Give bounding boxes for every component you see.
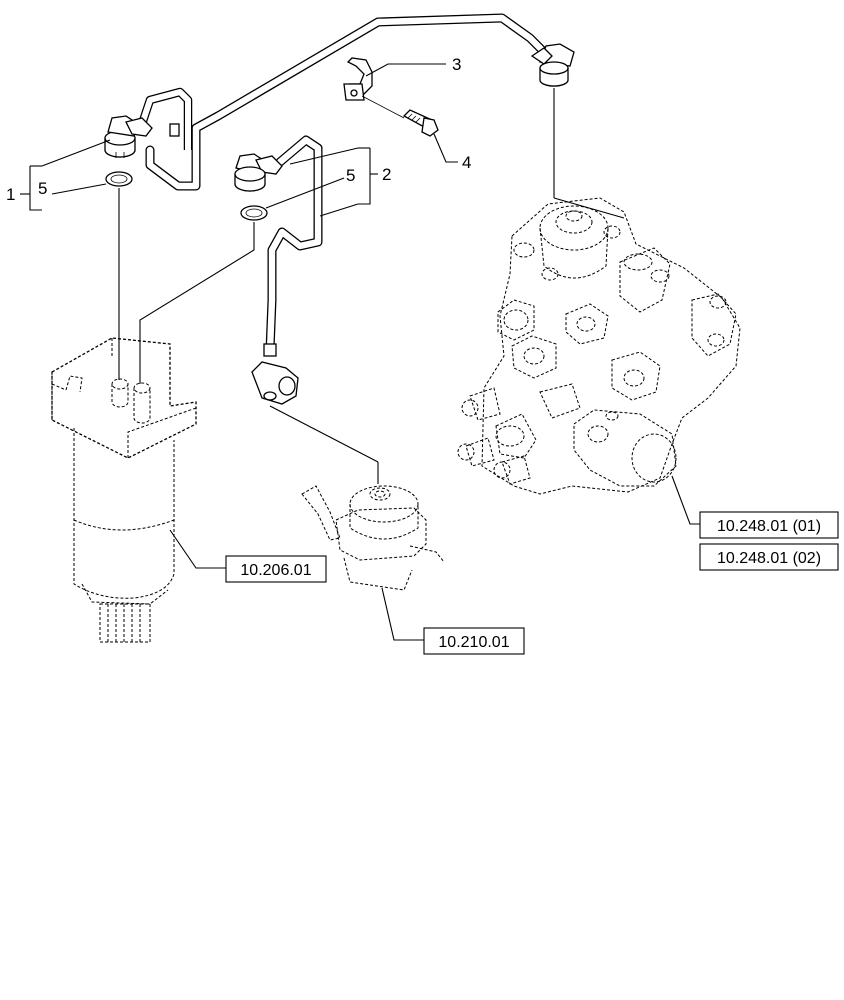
lift-pump [269, 405, 445, 591]
banjo-fitting-lower [251, 361, 299, 405]
banjo-fitting-center [234, 153, 283, 192]
reference-box-injection-pump-a[interactable]: 10.248.01 (01) [699, 511, 839, 539]
fuel-filter [51, 188, 255, 643]
banjo-fitting-left [104, 115, 153, 158]
reference-lift-pump[interactable]: 10.210.01 [438, 634, 509, 651]
fuel-pipe-1 [135, 13, 553, 191]
callout-1: 1 [6, 185, 15, 204]
clip-bolt [402, 109, 439, 137]
callout-leaders [20, 63, 700, 641]
pipe-clip [343, 57, 405, 119]
reference-injection-pump-a[interactable]: 10.248.01 (01) [717, 518, 821, 535]
o-ring-seal-left [105, 171, 133, 187]
callout-5-center: 5 [346, 166, 355, 185]
reference-filter[interactable]: 10.206.01 [240, 562, 311, 579]
callout-3: 3 [452, 55, 461, 74]
reference-box-lift-pump[interactable]: 10.210.01 [423, 627, 525, 655]
reference-box-filter[interactable]: 10.206.01 [225, 555, 327, 583]
callout-5-left: 5 [38, 179, 47, 198]
banjo-fitting-right [530, 43, 575, 198]
reference-injection-pump-b[interactable]: 10.248.01 (02) [717, 550, 821, 567]
o-ring-seal-center [240, 205, 268, 221]
injection-pump [457, 197, 741, 495]
callout-4: 4 [462, 153, 471, 172]
callout-2: 2 [382, 165, 391, 184]
fuel-pipe-2 [263, 135, 323, 357]
reference-box-injection-pump-b[interactable]: 10.248.01 (02) [699, 543, 839, 571]
